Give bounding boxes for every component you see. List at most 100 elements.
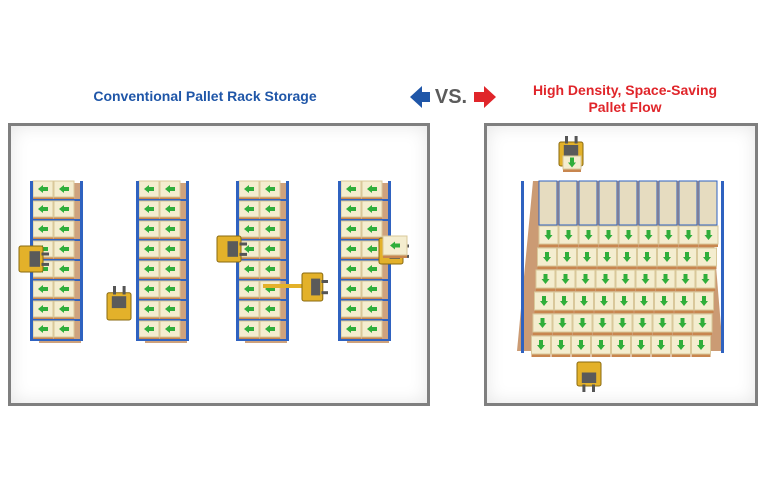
- green-arrow-icon: [597, 340, 605, 350]
- rack-beam: [31, 319, 83, 321]
- pallet-box: [597, 247, 617, 269]
- green-arrow-icon: [698, 318, 707, 328]
- green-arrow-icon: [563, 252, 571, 262]
- pallet-box: [340, 280, 362, 300]
- green-arrow-icon: [367, 305, 377, 313]
- green-arrow-icon: [244, 325, 254, 333]
- pallet-box: [138, 220, 160, 240]
- green-arrow-icon: [618, 318, 627, 328]
- flow-lane: [538, 180, 558, 226]
- rack-beam: [137, 319, 189, 321]
- rack-beam: [237, 279, 289, 281]
- rack-beam: [31, 299, 83, 301]
- pallet-box: [238, 200, 260, 220]
- pallet-box: [618, 225, 639, 247]
- green-arrow-icon: [538, 318, 547, 328]
- green-arrow-icon: [581, 274, 590, 284]
- green-arrow-icon: [165, 245, 175, 253]
- green-arrow-icon: [678, 318, 687, 328]
- rack-beam: [339, 279, 391, 281]
- green-arrow-icon: [537, 340, 545, 350]
- green-arrow-icon: [59, 285, 69, 293]
- green-arrow-icon: [144, 225, 154, 233]
- pallet-box: [53, 200, 75, 220]
- rack-beam: [339, 339, 391, 341]
- green-arrow-icon: [165, 185, 175, 193]
- green-arrow-icon: [346, 265, 356, 273]
- pallet-box: [138, 320, 160, 340]
- rack-beam: [137, 259, 189, 261]
- rack-beam: [237, 239, 289, 241]
- rack-beam: [339, 239, 391, 241]
- pallet-box: [159, 180, 181, 200]
- pallet-box: [361, 240, 383, 260]
- pallet-box: [361, 220, 383, 240]
- rack-beam: [137, 279, 189, 281]
- green-arrow-icon: [663, 252, 671, 262]
- green-arrow-icon: [244, 265, 254, 273]
- pallet-box: [32, 300, 54, 320]
- green-arrow-icon: [38, 285, 48, 293]
- pallet-box: [259, 300, 281, 320]
- rack-upright: [186, 181, 189, 341]
- pallet-box: [138, 200, 160, 220]
- green-arrow-icon: [165, 325, 175, 333]
- green-arrow-icon: [620, 296, 628, 306]
- pallet-box: [537, 247, 557, 269]
- flow-lane: [638, 180, 658, 226]
- pallet-box: [575, 269, 596, 291]
- green-arrow-icon: [38, 325, 48, 333]
- conventional-rack-panel: [8, 123, 430, 406]
- pallet-box: [340, 180, 362, 200]
- green-arrow-icon: [557, 340, 565, 350]
- green-arrow-icon: [680, 296, 688, 306]
- green-arrow-icon: [658, 318, 667, 328]
- pallet-box: [259, 260, 281, 280]
- rack-beam: [137, 239, 189, 241]
- green-arrow-icon: [265, 305, 275, 313]
- green-arrow-icon: [677, 340, 685, 350]
- right-title-line2: Pallet Flow: [588, 99, 662, 115]
- pallet-box: [672, 313, 693, 335]
- flow-lane: [578, 180, 598, 226]
- pallet-box: [578, 225, 599, 247]
- green-arrow-icon: [346, 245, 356, 253]
- rack-upright: [80, 181, 83, 341]
- left-title: Conventional Pallet Rack Storage: [93, 88, 317, 104]
- green-arrow-icon: [660, 296, 668, 306]
- green-arrow-icon: [564, 230, 573, 240]
- pallet-box: [651, 335, 671, 357]
- green-arrow-icon: [577, 340, 585, 350]
- pallet-box: [554, 291, 574, 313]
- rack-beam: [339, 319, 391, 321]
- green-arrow-icon: [165, 285, 175, 293]
- green-arrow-icon: [59, 245, 69, 253]
- rack-beam: [31, 279, 83, 281]
- rack-upright: [721, 181, 724, 353]
- green-arrow-icon: [624, 230, 633, 240]
- pallet-box: [340, 200, 362, 220]
- rack-beam: [339, 199, 391, 201]
- pallet-box: [558, 225, 579, 247]
- pallet-box: [159, 260, 181, 280]
- pallet-box: [637, 247, 657, 269]
- green-arrow-icon: [38, 185, 48, 193]
- rack-beam: [31, 239, 83, 241]
- pallet-box: [634, 291, 654, 313]
- green-arrow-icon: [265, 205, 275, 213]
- green-arrow-icon: [144, 245, 154, 253]
- green-arrow-icon: [641, 274, 650, 284]
- pallet-box: [654, 291, 674, 313]
- green-arrow-icon: [165, 225, 175, 233]
- rack-beam: [31, 199, 83, 201]
- green-arrow-icon: [346, 325, 356, 333]
- rack-beam: [31, 219, 83, 221]
- pallet-box: [361, 300, 383, 320]
- pallet-box: [340, 260, 362, 280]
- pallet-box: [159, 240, 181, 260]
- pallet-box: [657, 247, 677, 269]
- rack-beam: [237, 259, 289, 261]
- green-arrow-icon: [59, 205, 69, 213]
- green-arrow-icon: [700, 296, 708, 306]
- green-arrow-icon: [543, 252, 551, 262]
